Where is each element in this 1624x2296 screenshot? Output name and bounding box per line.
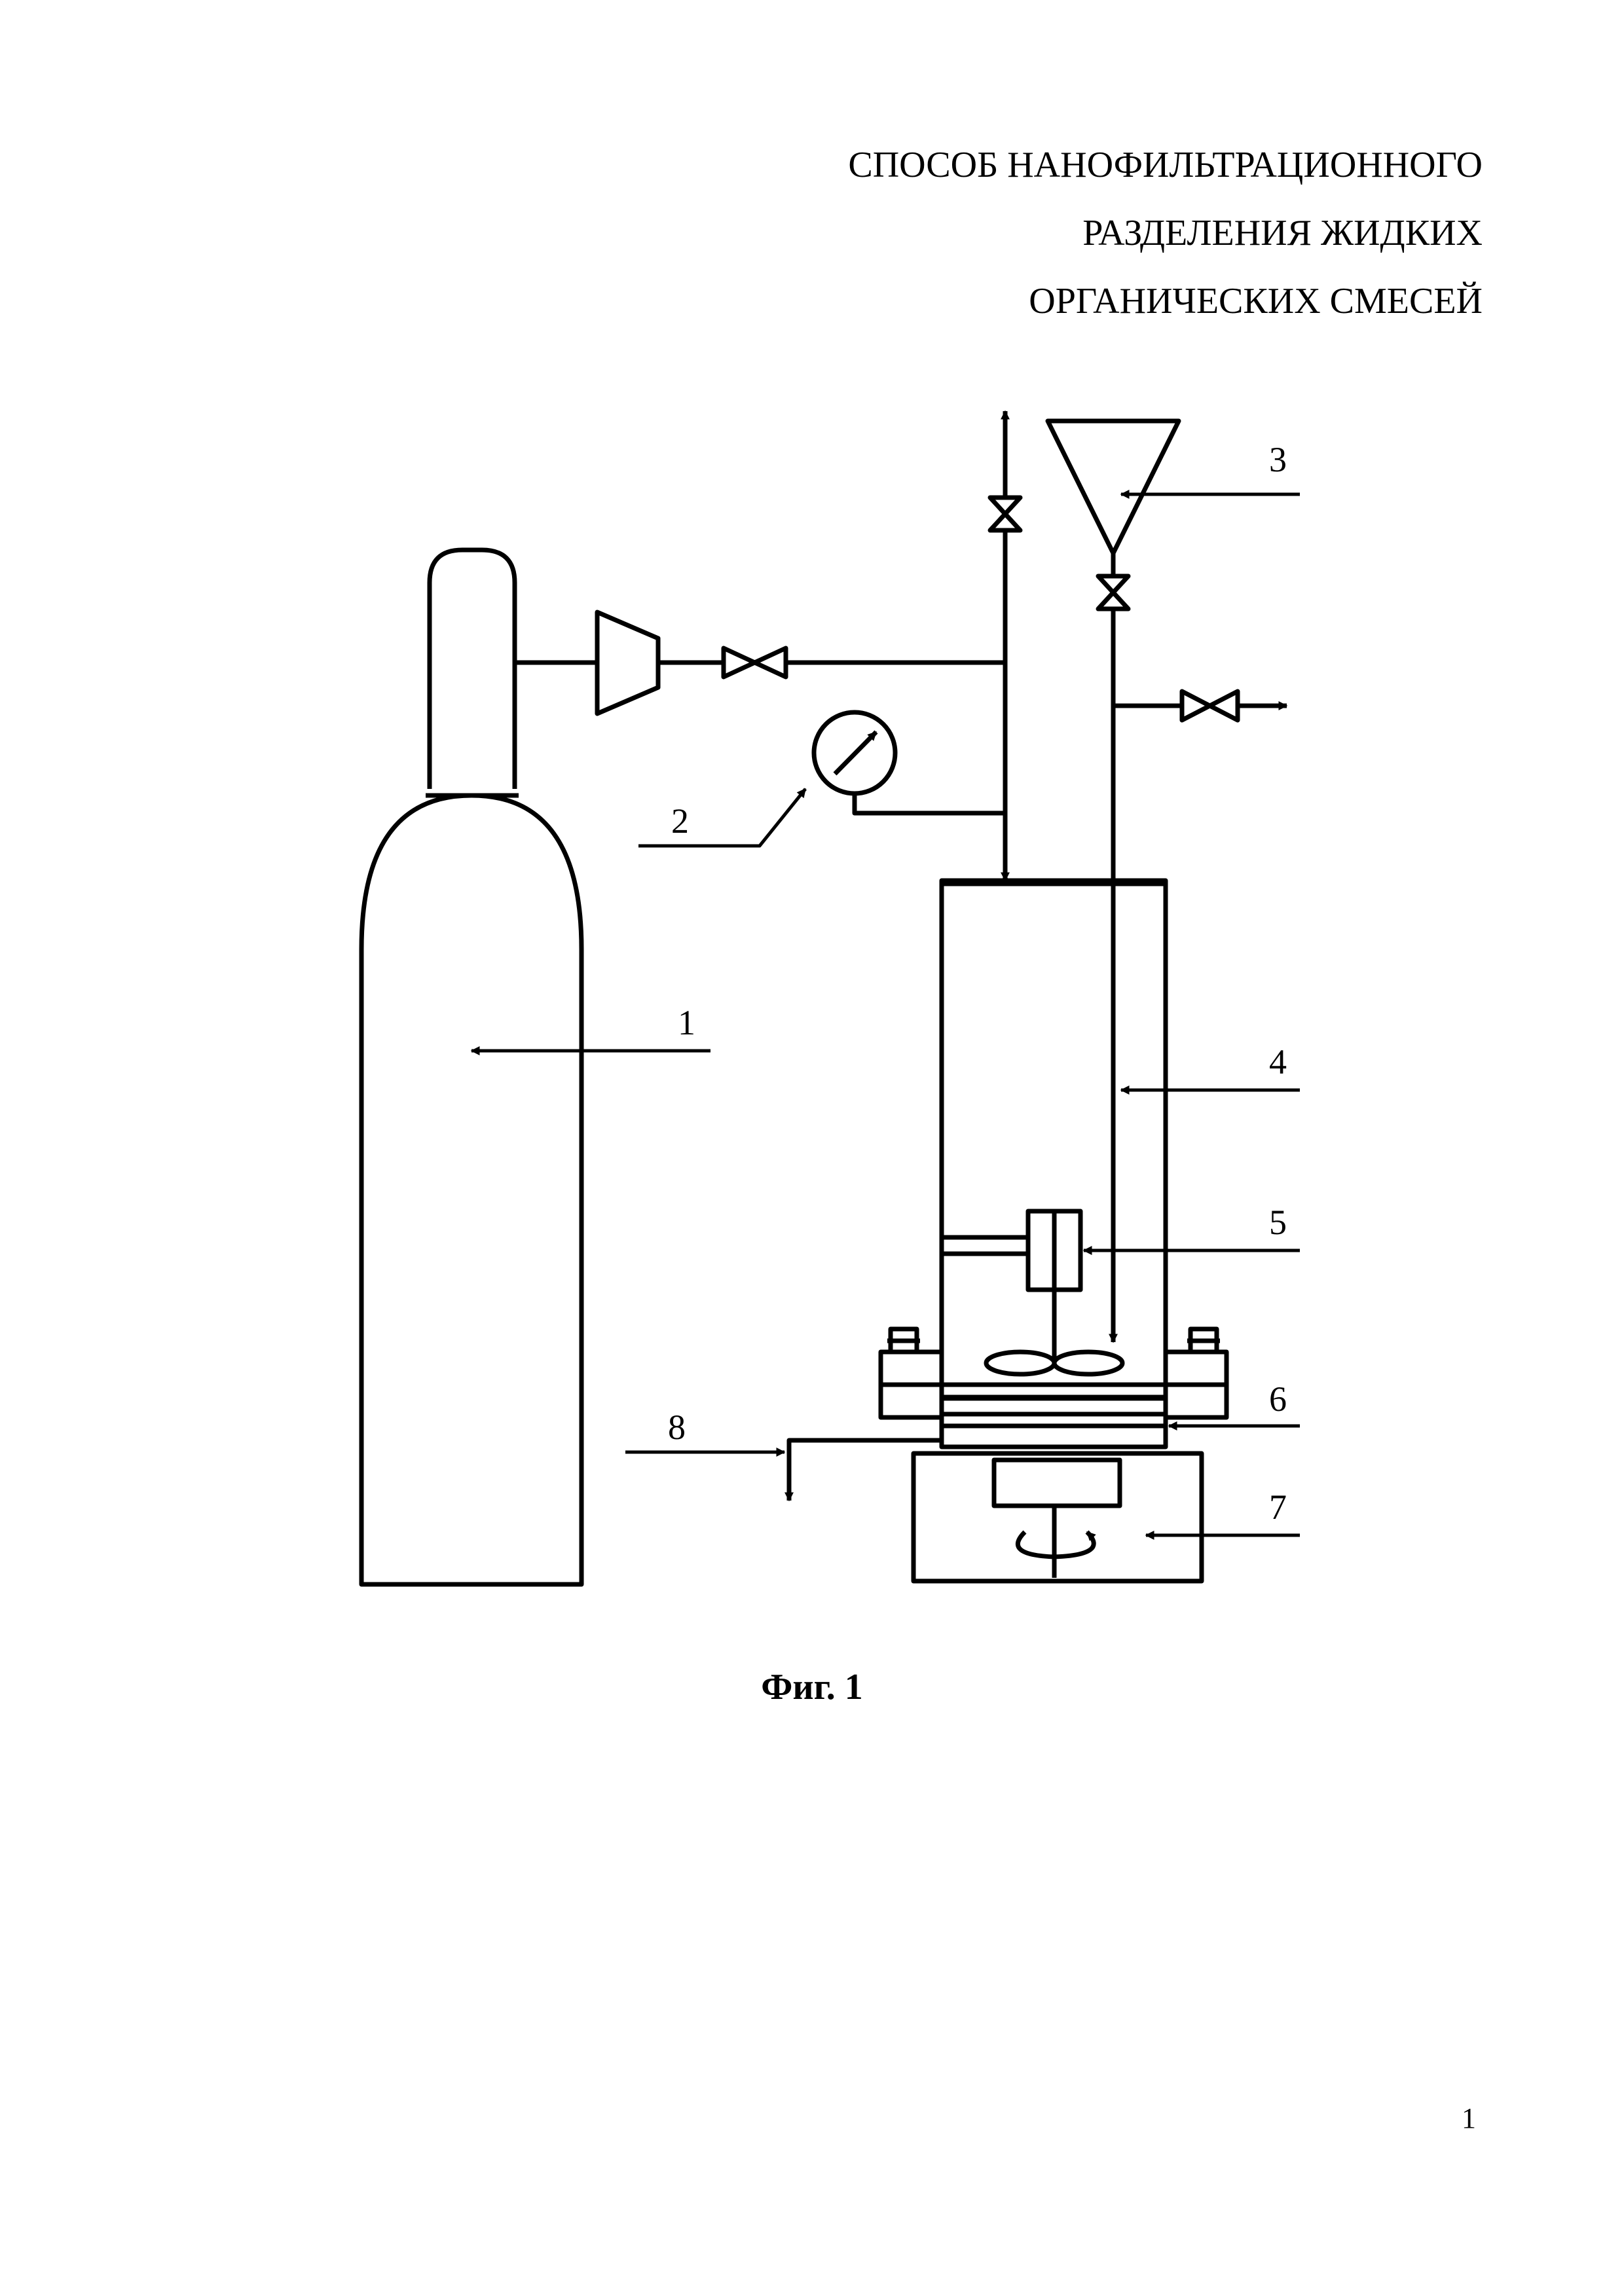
feed-funnel <box>1045 418 1181 556</box>
label-8: 8 <box>668 1408 686 1447</box>
gas-cylinder <box>359 547 584 1587</box>
gas-supply-line <box>515 610 1005 716</box>
cylinder-body <box>359 793 584 1587</box>
drain-valve <box>1179 689 1240 723</box>
gas-line-valve <box>721 646 788 680</box>
stirrer-blade-left <box>984 1349 1057 1377</box>
flange-assembly <box>878 1326 1229 1429</box>
label-3: 3 <box>1269 440 1287 479</box>
label-4: 4 <box>1269 1042 1287 1082</box>
pressure-reducer <box>595 610 661 716</box>
figure-caption: Фиг. 1 <box>761 1667 863 1707</box>
label-5: 5 <box>1269 1203 1287 1242</box>
label-6: 6 <box>1269 1379 1287 1419</box>
gas-riser <box>987 410 1023 883</box>
title-line-3: ОРГАНИЧЕСКИХ СМЕСЕЙ <box>1029 281 1483 321</box>
label-2: 2 <box>671 801 689 841</box>
vent-valve <box>987 495 1023 533</box>
document-title: СПОСОБ НАНОФИЛЬТРАЦИОННОГО РАЗДЕЛЕНИЯ ЖИ… <box>848 131 1483 335</box>
stirrer-assembly <box>942 1209 1125 1377</box>
permeate-outlet <box>784 1438 942 1502</box>
title-line-2: РАЗДЕЛЕНИЯ ЖИДКИХ <box>1082 213 1483 253</box>
stirrer-blade-right <box>1052 1349 1125 1377</box>
gauge-needle <box>833 730 878 776</box>
label-7: 7 <box>1269 1487 1287 1527</box>
title-line-1: СПОСОБ НАНОФИЛЬТРАЦИОННОГО <box>848 145 1483 185</box>
page-number: 1 <box>1462 2102 1476 2134</box>
label-1: 1 <box>678 1003 695 1042</box>
feed-funnel-assembly <box>1045 418 1288 1343</box>
rotation-arrow <box>1015 1530 1096 1559</box>
cylinder-neck <box>427 547 517 789</box>
magnetic-stirrer-base <box>911 1451 1204 1584</box>
leader-lines <box>470 490 1300 1540</box>
feed-valve <box>1096 574 1131 611</box>
pressure-gauge <box>811 710 1005 816</box>
membrane-cell <box>939 878 1168 1449</box>
